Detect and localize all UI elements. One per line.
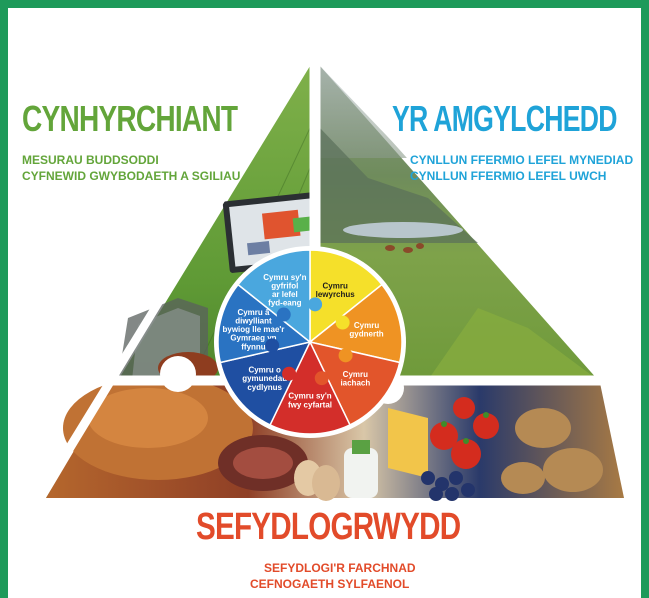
jigsaw-knob xyxy=(314,371,329,386)
wheel-segment-line: Cymru â xyxy=(237,308,270,317)
wheel-segment-line: iachach xyxy=(340,378,370,387)
productivity-item: CYFNEWID GWYBODAETH A SGILIAU xyxy=(22,169,241,183)
wheel-segment-line: fwy cyfartal xyxy=(288,400,332,409)
resilience-title: SEFYDLOGRWYDD xyxy=(196,506,461,548)
jigsaw-knob xyxy=(265,338,280,353)
jigsaw-knob xyxy=(276,307,291,322)
wheel-segment-line: ffynnu xyxy=(241,342,266,351)
wheel-segment-line: Gymraeg yn xyxy=(230,334,276,343)
wheel-segment xyxy=(308,340,401,426)
wheel-segment-line: ar lefel xyxy=(272,290,298,299)
wheel-segment xyxy=(269,340,351,435)
resilience-panel xyxy=(46,352,624,501)
jigsaw-knob xyxy=(335,315,350,330)
wheel-jigsaw-knobs xyxy=(265,297,353,386)
wheel-segment-line: gyfrifol xyxy=(271,281,298,290)
wheel-segment-line: Cymru xyxy=(322,281,347,290)
wheel-segment-line: Cymru o xyxy=(248,366,281,375)
wheel-segment xyxy=(217,283,312,364)
productivity-title: CYNHYRCHIANT xyxy=(22,98,238,139)
wheel-segment-line: fyd-eang xyxy=(268,299,301,308)
wheel-segment-line: diwylliant xyxy=(235,316,272,325)
wheel-segment-line: Cymru xyxy=(354,321,379,330)
wheel-segment-line: lewyrchus xyxy=(316,290,356,299)
wheel-segment-line: Cymru sy'n xyxy=(263,273,306,282)
wheel-segment xyxy=(309,249,383,344)
wheel-segment-line: bywiog lle mae'r xyxy=(222,325,284,334)
wheel-segment-line: Cymru xyxy=(343,370,368,379)
jigsaw-knob xyxy=(282,366,297,381)
wheel-segment-line: gydnerth xyxy=(349,329,383,338)
pyramid-artwork: CymrulewyrchusCymrugydnerthCymruiachachC… xyxy=(27,50,624,509)
resilience-item: CEFNOGAETH SYLFAENOL xyxy=(250,577,410,591)
wheel-segment-line: Cymru sy'n xyxy=(288,392,331,401)
wheel-segment xyxy=(219,340,312,426)
environment-item: CYNLLUN FFERMIO LEFEL UWCH xyxy=(410,169,607,183)
wheel-segment xyxy=(237,249,311,344)
wheel-segment-line: cydlynus xyxy=(247,383,282,392)
productivity-item: MESURAU BUDDSODDI xyxy=(22,153,159,167)
cattle xyxy=(385,243,424,253)
resilience-item: SEFYDLOGI'R FARCHNAD xyxy=(264,561,416,575)
environment-item: CYNLLUN FFERMIO LEFEL MYNEDIAD xyxy=(410,153,634,167)
jigsaw-knob xyxy=(308,297,323,312)
wheel-segment xyxy=(308,283,403,364)
environment-title: YR AMGYLCHEDD xyxy=(392,98,617,139)
wheel-segment-line: gymunedau xyxy=(242,374,287,383)
jigsaw-knob xyxy=(338,348,353,363)
